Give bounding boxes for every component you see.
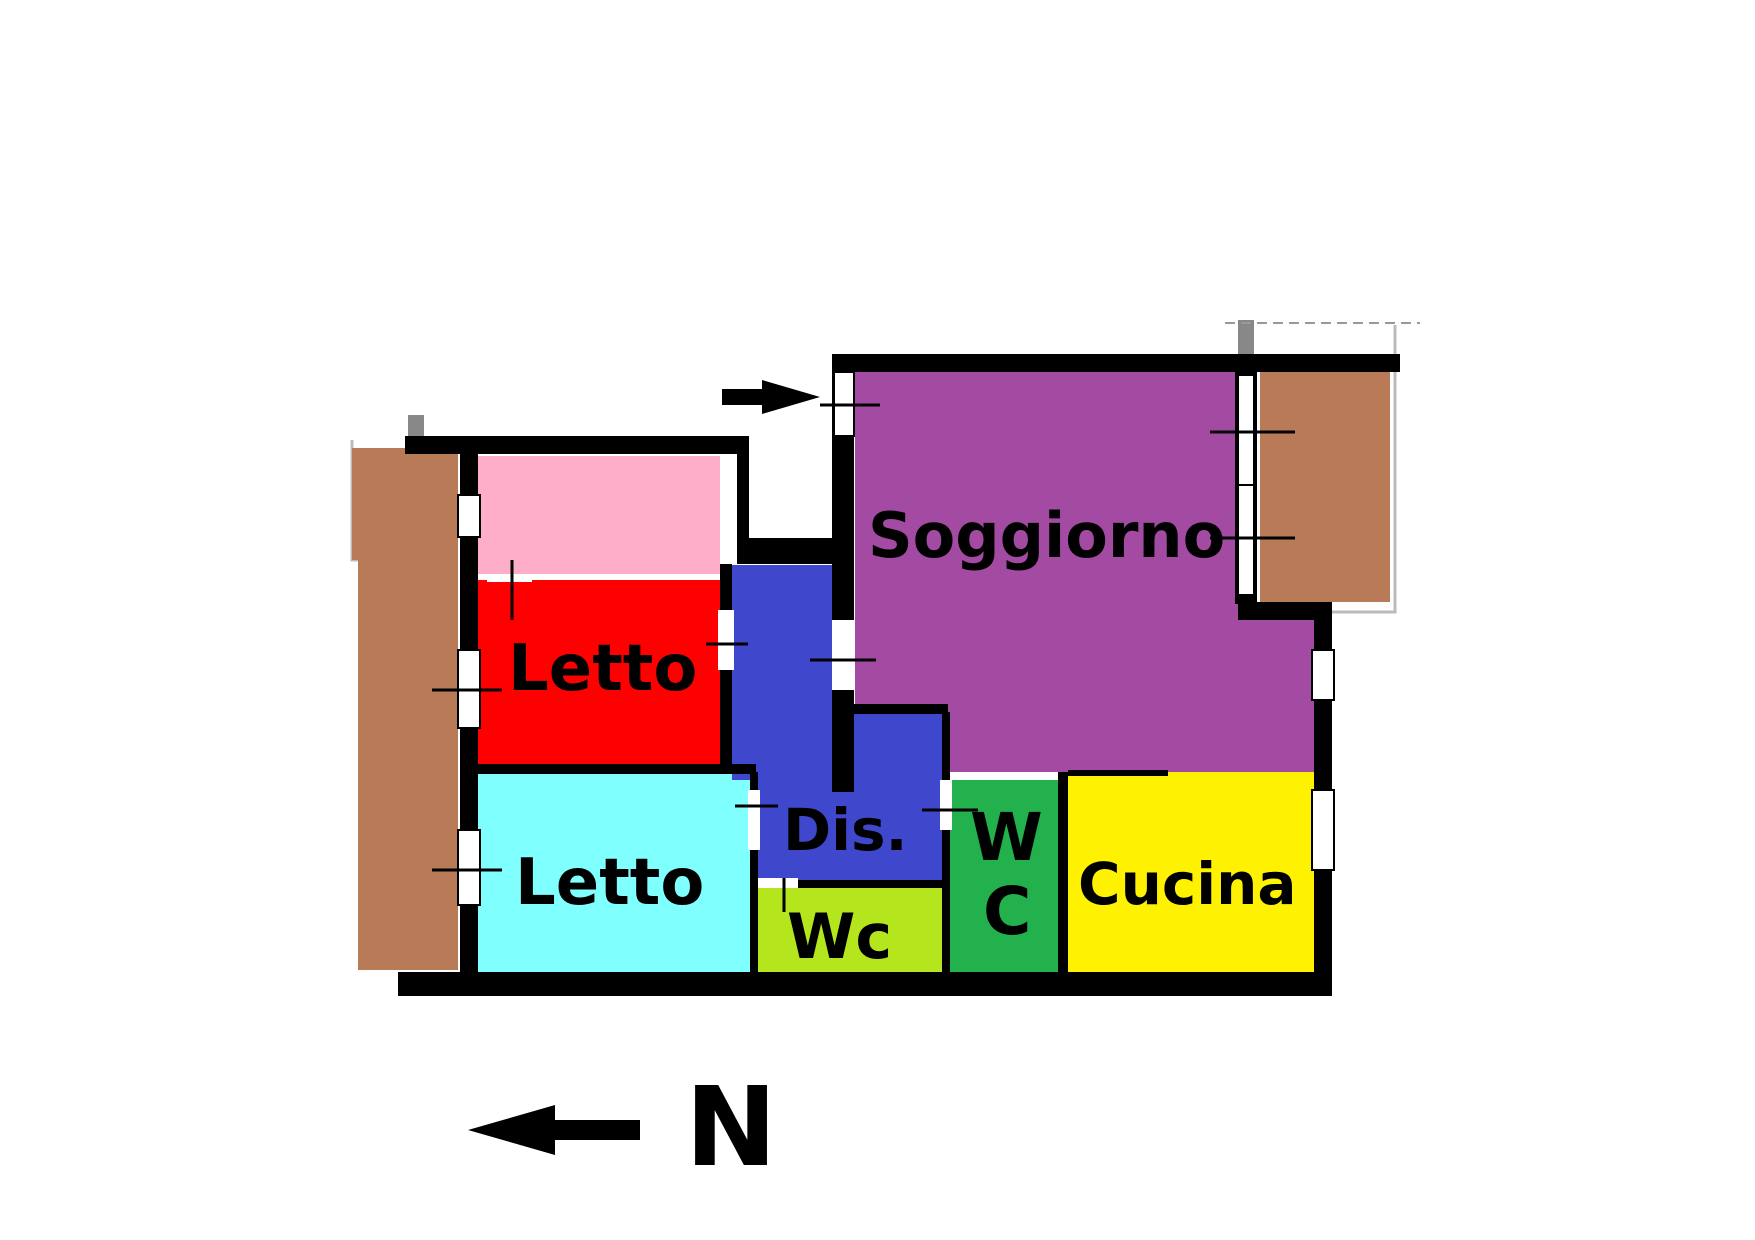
label-soggiorno: Soggiorno [868, 499, 1225, 572]
tick-marks [432, 403, 1295, 912]
balcony-east-outline [1330, 325, 1397, 614]
north-arrow-icon [468, 1105, 640, 1155]
compass-north-label: N [685, 1063, 777, 1191]
balcony-post-east [1238, 320, 1254, 354]
room-soggiorno [855, 372, 1314, 772]
label-wc-w: W [970, 799, 1043, 876]
room-cucina [1068, 772, 1314, 972]
room-letto-1 [478, 580, 720, 764]
label-wc-small: Wc [787, 900, 892, 973]
label-wc-c: C [983, 873, 1031, 950]
balcony-east [1260, 372, 1390, 602]
balcony-post-west [408, 415, 424, 437]
room-wc [950, 780, 1058, 972]
label-disimpegno: Dis. [783, 796, 908, 864]
room-letto-2 [476, 772, 750, 972]
doors [487, 574, 952, 888]
room-closet [478, 456, 720, 574]
entry-arrow-icon [722, 380, 820, 414]
balcony-west-strip [352, 448, 402, 560]
label-letto-2: Letto [515, 846, 704, 920]
label-letto-1: Letto [508, 632, 697, 706]
room-wc-small [758, 888, 942, 972]
label-cucina: Cucina [1078, 850, 1297, 918]
